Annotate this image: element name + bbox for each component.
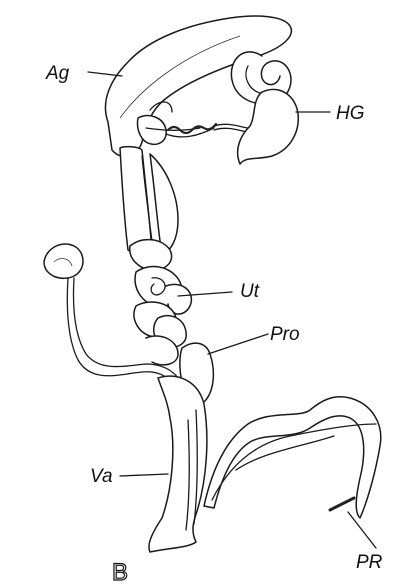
panel-letter: B xyxy=(112,559,128,583)
hermaphrodite-gland xyxy=(231,52,298,164)
label-pro: Pro xyxy=(270,324,300,345)
label-pr: PR xyxy=(356,552,383,573)
vagina xyxy=(149,376,207,552)
label-va: Va xyxy=(90,466,113,487)
penis-and-retractor xyxy=(204,397,381,518)
label-ut: Ut xyxy=(240,281,260,302)
label-ag: Ag xyxy=(45,63,70,84)
label-hg: HG xyxy=(336,103,365,124)
uterus xyxy=(130,240,192,365)
